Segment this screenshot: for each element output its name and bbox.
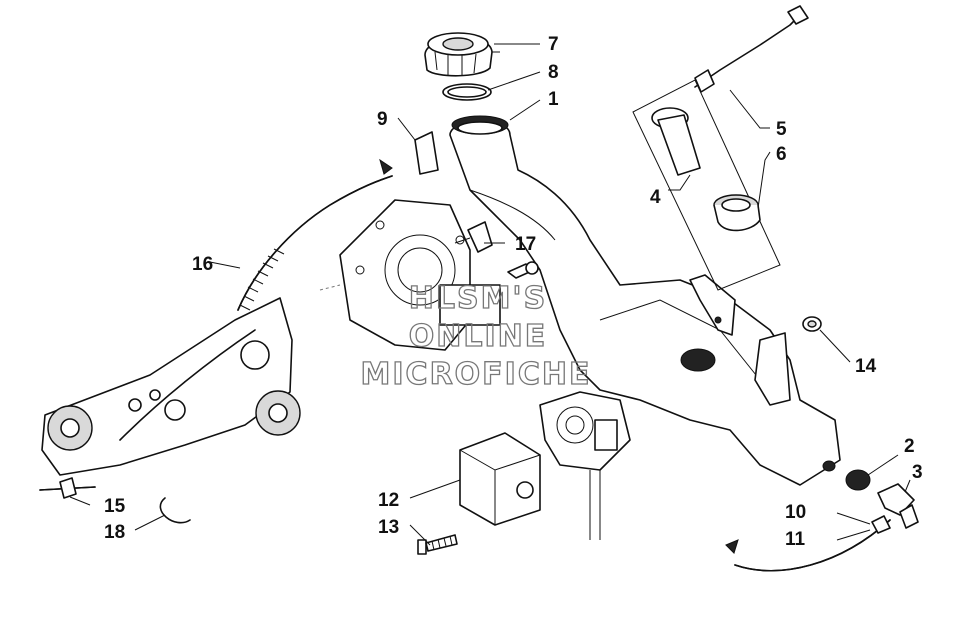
grommet bbox=[802, 316, 822, 332]
watermark-line-1: HLSM'S bbox=[409, 281, 547, 316]
callout-18: 18 bbox=[104, 522, 125, 543]
callout-4: 4 bbox=[650, 187, 661, 208]
engine-housing bbox=[319, 199, 501, 351]
frame-plate bbox=[41, 297, 301, 476]
cover-screw bbox=[417, 534, 458, 555]
callout-10: 10 bbox=[785, 502, 806, 523]
callout-2: 2 bbox=[904, 436, 915, 457]
hose-clamp bbox=[39, 477, 96, 499]
fuel-cap bbox=[424, 32, 493, 77]
callout-16: 16 bbox=[192, 254, 213, 275]
fuel-tank bbox=[449, 115, 841, 486]
hose-end-marker bbox=[379, 158, 393, 175]
callout-3: 3 bbox=[912, 462, 923, 483]
watermark-line-2: ONLINE bbox=[409, 319, 548, 354]
callout-15: 15 bbox=[104, 496, 126, 517]
tank-fitting bbox=[845, 469, 919, 529]
leader-lines bbox=[69, 43, 911, 546]
callout-8: 8 bbox=[548, 62, 559, 83]
callout-labels: 7 8 1 9 5 6 4 17 16 14 2 3 10 11 12 13 1… bbox=[104, 34, 923, 550]
callout-14: 14 bbox=[855, 356, 877, 377]
fuel-line bbox=[725, 515, 891, 572]
callout-9: 9 bbox=[377, 109, 388, 130]
callout-5: 5 bbox=[776, 119, 787, 140]
callout-7: 7 bbox=[548, 34, 559, 55]
watermark: HLSM'S ONLINE MICROFICHE bbox=[360, 280, 592, 392]
vent-hose bbox=[237, 158, 393, 311]
callout-17: 17 bbox=[515, 234, 536, 255]
callout-12: 12 bbox=[378, 490, 399, 511]
callout-13: 13 bbox=[378, 517, 399, 538]
decal bbox=[414, 131, 439, 175]
callout-11: 11 bbox=[785, 529, 806, 550]
callout-6: 6 bbox=[776, 144, 787, 165]
cap-gasket bbox=[442, 83, 492, 101]
fuel-gauge-assembly bbox=[632, 5, 809, 291]
clamp-band bbox=[159, 497, 191, 524]
mount-bolt bbox=[507, 261, 539, 279]
fuel-pump bbox=[539, 391, 631, 540]
watermark-line-3: MICROFICHE bbox=[361, 357, 592, 392]
callout-1: 1 bbox=[548, 89, 559, 110]
pump-cover bbox=[459, 432, 541, 526]
hose-clip bbox=[454, 221, 493, 253]
